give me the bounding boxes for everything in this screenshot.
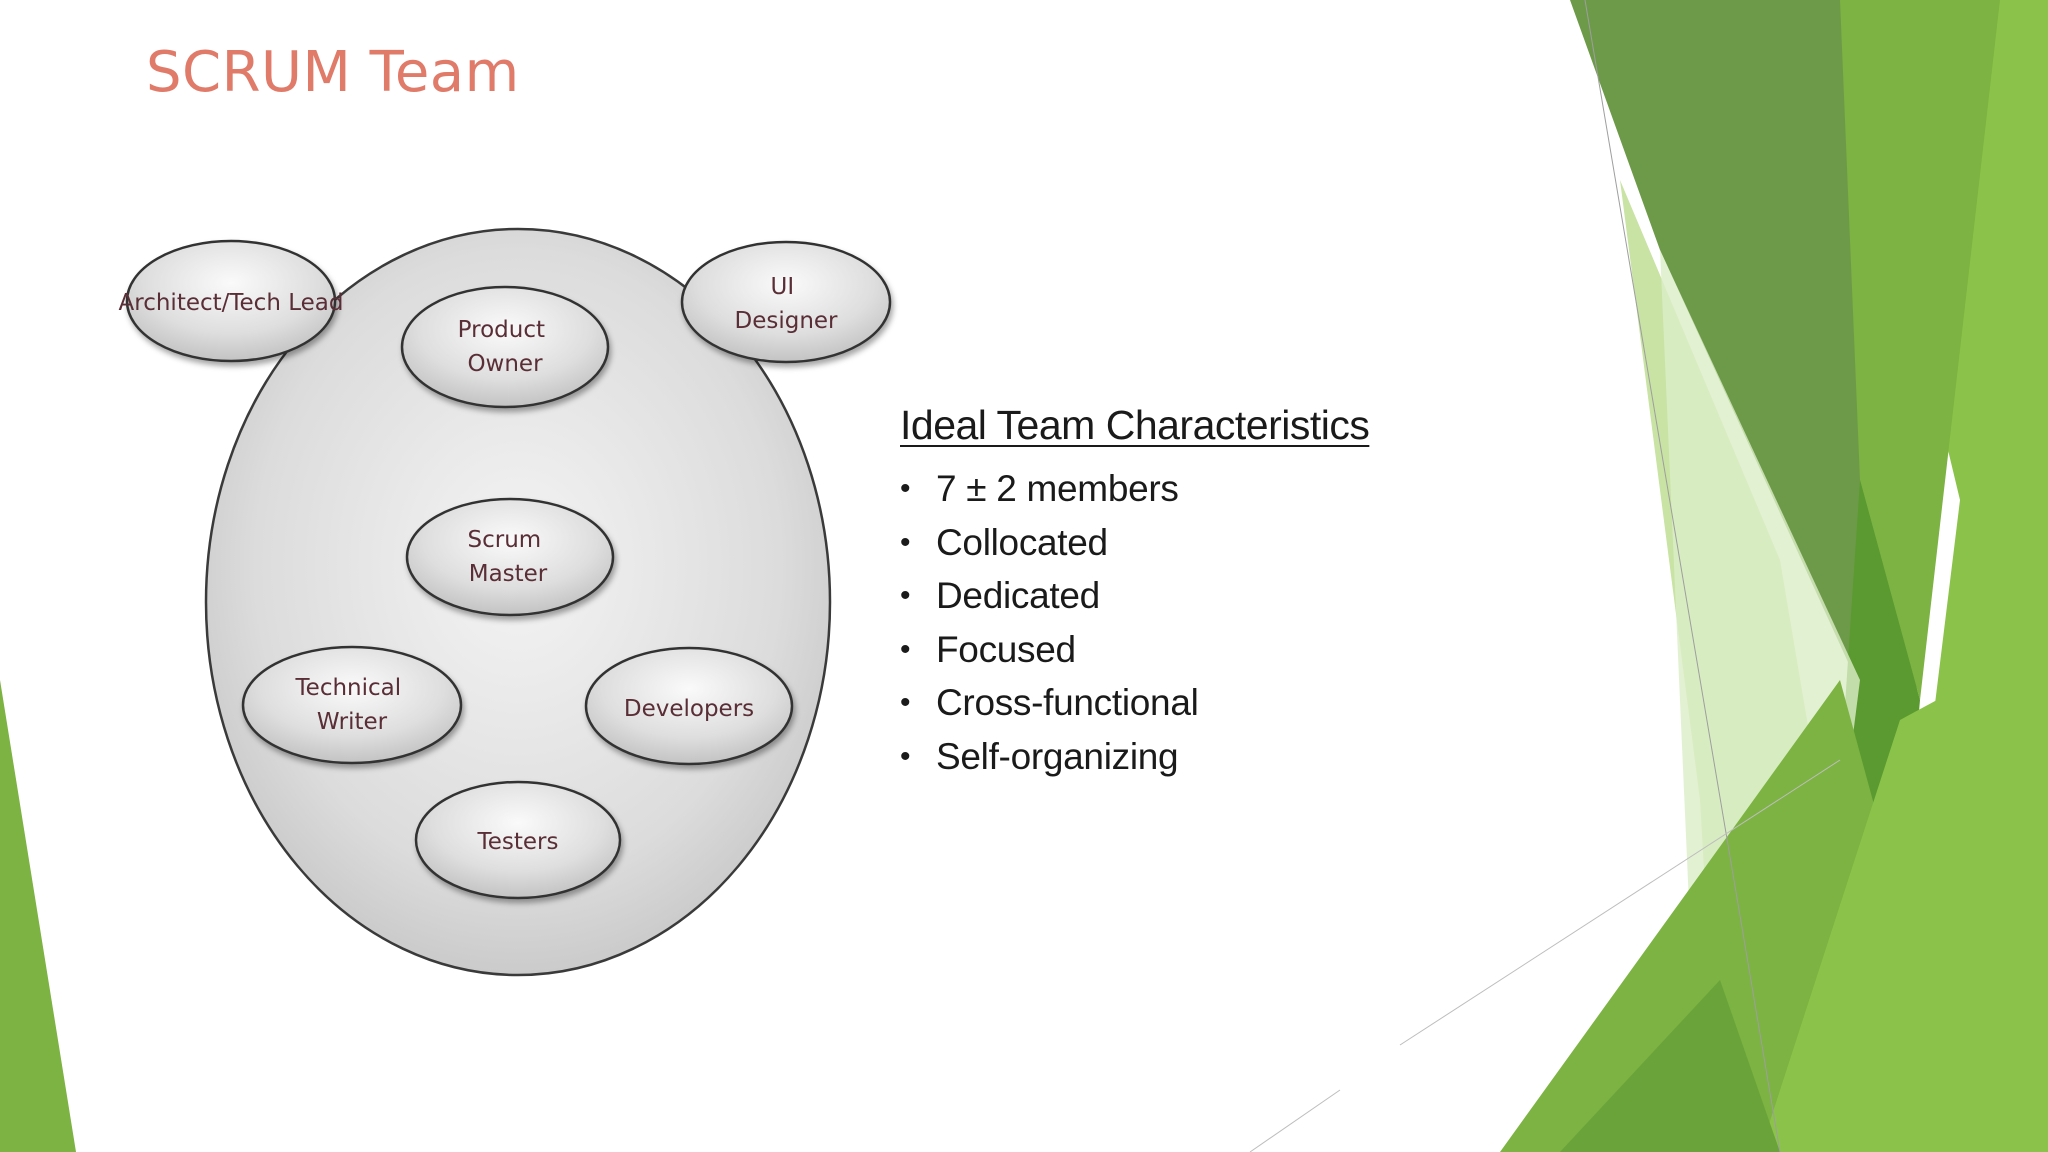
node-scrum-master-line1: Scrum xyxy=(468,527,542,553)
list-item: • Dedicated xyxy=(900,569,1199,623)
right-green-dark xyxy=(1570,0,1920,820)
bullet-icon: • xyxy=(900,739,911,773)
characteristic-text: Collocated xyxy=(936,521,1108,563)
thin-line-2 xyxy=(1399,759,1841,1046)
node-testers: Testers xyxy=(414,780,622,900)
node-architect: Architect/Tech Lead xyxy=(119,239,344,363)
svg-text:UI Designer: UI Designer xyxy=(734,274,838,334)
list-item: • Collocated xyxy=(900,516,1199,570)
slide-title: SCRUM Team xyxy=(146,40,520,105)
node-product-owner-line1: Product xyxy=(458,317,545,343)
list-item: • 7 ± 2 members xyxy=(900,462,1199,516)
bullet-icon: • xyxy=(900,686,911,719)
characteristics-list: • 7 ± 2 members • Collocated • Dedicated • F… xyxy=(900,462,1199,783)
svg-text:Scrum Master: Scrum Master xyxy=(468,527,549,587)
bullet-icon: • xyxy=(900,525,911,559)
list-item: • Self-organizing xyxy=(900,730,1199,784)
right-green-mid-2 xyxy=(1840,0,2000,700)
node-product-owner: Product Owner xyxy=(400,285,610,409)
node-technical-writer: Technical Writer xyxy=(241,645,463,765)
node-ui-designer-line1: UI xyxy=(771,274,795,300)
list-item: • Cross-functional xyxy=(900,676,1199,730)
characteristics-heading: Ideal Team Characteristics xyxy=(900,402,1370,448)
node-scrum-master: Scrum Master xyxy=(405,497,615,617)
node-technical-writer-line2: Writer xyxy=(317,709,388,735)
node-architect-label: Architect/Tech Lead xyxy=(119,290,344,316)
node-developers: Developers xyxy=(584,646,794,766)
node-testers-label: Testers xyxy=(477,829,559,855)
thin-line-3 xyxy=(1249,1089,1341,1152)
svg-text:Product Owner: Product Owner xyxy=(458,317,553,377)
characteristic-text: Focused xyxy=(936,628,1076,670)
node-product-owner-line2: Owner xyxy=(467,351,543,377)
svg-text:Technical Writer: Technical Writer xyxy=(295,675,409,735)
node-technical-writer-line1: Technical xyxy=(295,675,402,701)
bottom-green-3 xyxy=(1560,980,1780,1152)
list-item: • Focused xyxy=(900,623,1199,677)
bottom-green-2 xyxy=(1760,640,2048,1152)
bullet-icon: • xyxy=(900,472,911,505)
node-scrum-master-line2: Master xyxy=(469,561,548,587)
node-ui-designer: UI Designer xyxy=(680,240,892,364)
characteristic-text: Self-organizing xyxy=(936,735,1179,777)
characteristic-text: 7 ± 2 members xyxy=(936,468,1179,509)
characteristic-text: Dedicated xyxy=(936,575,1100,616)
thin-line-1 xyxy=(1584,0,1781,1152)
left-green-sliver xyxy=(0,680,76,1152)
node-ui-designer-line2: Designer xyxy=(734,308,838,334)
node-developers-label: Developers xyxy=(624,696,754,722)
characteristic-text: Cross-functional xyxy=(936,682,1199,723)
bullet-icon: • xyxy=(900,579,911,612)
bullet-icon: • xyxy=(900,632,911,666)
